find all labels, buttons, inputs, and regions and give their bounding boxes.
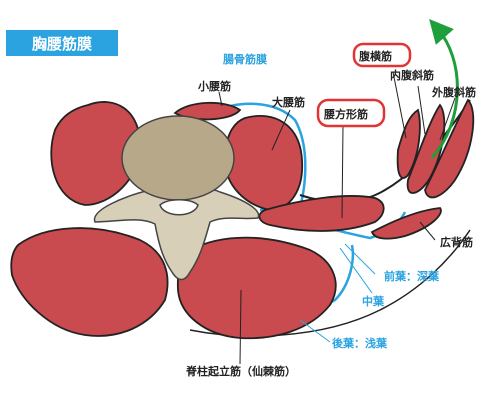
external-oblique-muscle: [424, 98, 475, 199]
quadratus-lumborum: [258, 195, 385, 232]
label-anterior-layer: 前葉：深葉: [384, 269, 440, 283]
muscles: [10, 98, 475, 340]
erector-left: [10, 227, 169, 337]
psoas-major-left: [50, 101, 141, 206]
quadratus-highlight: [316, 98, 386, 128]
label-iliacus-fascia: 腸骨筋膜: [223, 52, 267, 66]
label-latissimus: 広背筋: [440, 235, 473, 249]
title-box: [6, 30, 118, 56]
vertebral-arch: [93, 185, 260, 281]
vertebra: [93, 115, 260, 281]
label-posterior-layer: 後葉：浅葉: [332, 336, 388, 350]
label-erector: 脊柱起立筋（仙棘筋）: [185, 364, 296, 378]
transversus-highlight: [352, 42, 412, 68]
psoas-fascia: [211, 102, 307, 223]
label-psoas-minor: 小腰筋: [197, 79, 231, 93]
green-arrow: [429, 18, 459, 159]
label-quadratus: 腰方形筋: [323, 107, 368, 121]
page-title: 胸腰筋膜: [32, 35, 92, 53]
psoas-major-right: [224, 115, 303, 211]
label-internal-oblique: 内腹斜筋: [390, 68, 434, 82]
vertebral-body: [121, 115, 235, 201]
pointer-lines: [218, 71, 456, 365]
label-psoas-major: 大腰筋: [272, 95, 305, 109]
erector-right: [176, 236, 337, 340]
latissimus-muscle: [370, 207, 442, 240]
label-middle-layer: 中葉: [362, 294, 385, 308]
internal-oblique-muscle: [406, 103, 446, 194]
label-external-oblique: 外腹斜筋: [431, 85, 476, 99]
label-transversus: 腹横筋: [359, 49, 392, 63]
transversus-muscle: [396, 108, 421, 179]
spinal-canal: [159, 199, 199, 216]
